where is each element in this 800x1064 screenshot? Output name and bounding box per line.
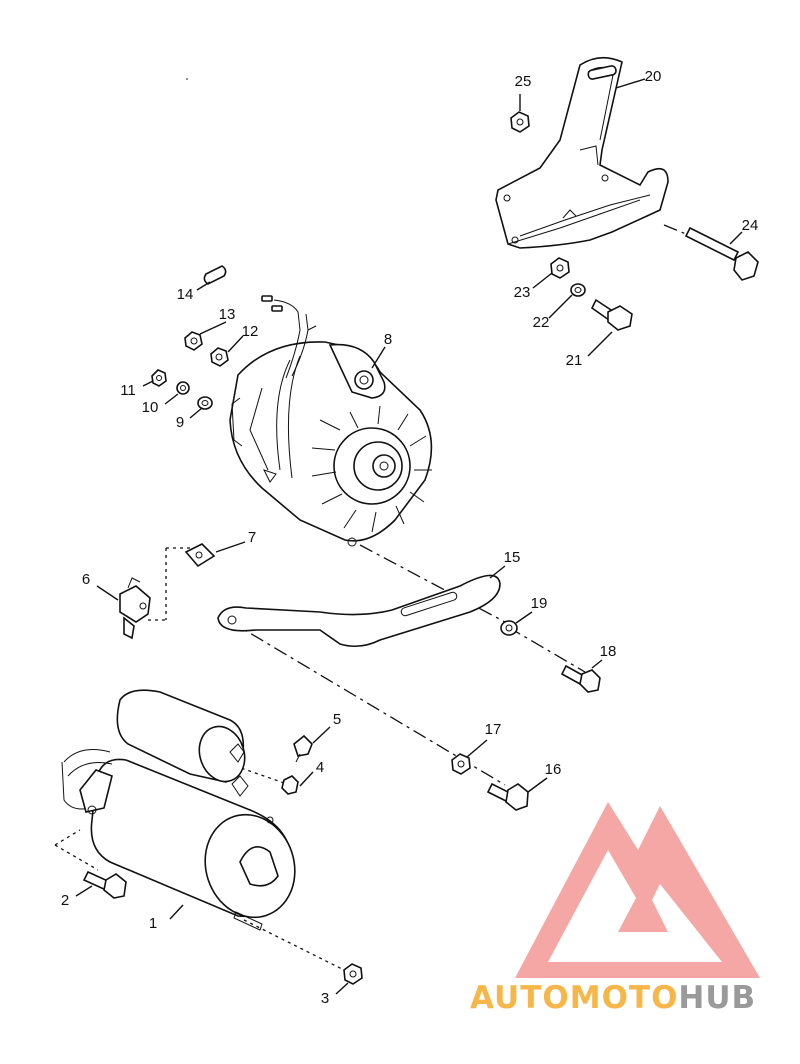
callout-2: 2 (61, 892, 69, 909)
mount-bracket (495, 56, 669, 249)
callout-21: 21 (566, 352, 583, 369)
washer-12 (210, 347, 229, 367)
callout-4: 4 (316, 759, 324, 776)
callout-24: 24 (742, 217, 759, 234)
washer-22 (570, 283, 586, 297)
callout-3: 3 (321, 990, 329, 1007)
bolt-5 (293, 734, 313, 763)
bolt-24 (684, 226, 759, 281)
starter-motor (61, 689, 296, 931)
adjusting-strap-15 (217, 574, 501, 648)
callout-11: 11 (120, 382, 136, 399)
stud-14 (203, 265, 227, 285)
callout-23: 23 (514, 284, 531, 301)
callout-7: 7 (248, 529, 256, 546)
svg-text:AUTOMOTOHUB: AUTOMOTOHUB (470, 980, 756, 1016)
callout-19: 19 (531, 595, 548, 612)
nut-4 (281, 775, 299, 795)
nut-23 (550, 257, 570, 279)
callout-1: 1 (149, 915, 157, 932)
callout-6: 6 (82, 571, 90, 588)
nut-17 (451, 753, 471, 775)
watermark-logo (515, 802, 760, 978)
callout-25: 25 (515, 73, 532, 90)
callout-9: 9 (176, 414, 184, 431)
callout-8: 8 (384, 331, 392, 348)
callout-13: 13 (219, 306, 236, 323)
bolt-18 (560, 664, 601, 693)
callout-20: 20 (645, 68, 662, 85)
callout-16: 16 (545, 761, 562, 778)
watermark-wordmark: AUTOMOTOHUB (470, 980, 756, 1016)
callout-18: 18 (600, 643, 617, 660)
logo-triangle-mark (515, 802, 760, 978)
nut-13 (184, 331, 203, 351)
alternator (229, 295, 433, 547)
callout-15: 15 (504, 549, 521, 566)
nut-25 (510, 111, 530, 133)
callout-10: 10 (142, 399, 159, 416)
callout-14: 14 (177, 286, 194, 303)
bolt-21 (590, 298, 633, 331)
center-lines (54, 224, 741, 974)
washer-10 (176, 381, 190, 395)
wordmark-moto: MOTO (570, 980, 679, 1016)
wordmark-hub: HUB (678, 980, 756, 1016)
clip-7 (184, 543, 216, 568)
callout-22: 22 (533, 314, 550, 331)
callout-numbers: 1234567891011121314151617181920212223242… (61, 68, 759, 1007)
nut-3 (343, 963, 363, 985)
callout-12: 12 (242, 323, 259, 340)
callout-5: 5 (333, 711, 341, 728)
wordmark-auto: AUTO (470, 980, 570, 1016)
nut-11 (151, 369, 167, 387)
callout-17: 17 (485, 721, 502, 738)
washer-19 (500, 620, 518, 636)
bolt-2 (82, 870, 127, 899)
leader-lines (75, 78, 743, 995)
bracket-6 (119, 577, 151, 640)
washer-9 (197, 396, 213, 410)
bolt-16 (486, 782, 529, 811)
